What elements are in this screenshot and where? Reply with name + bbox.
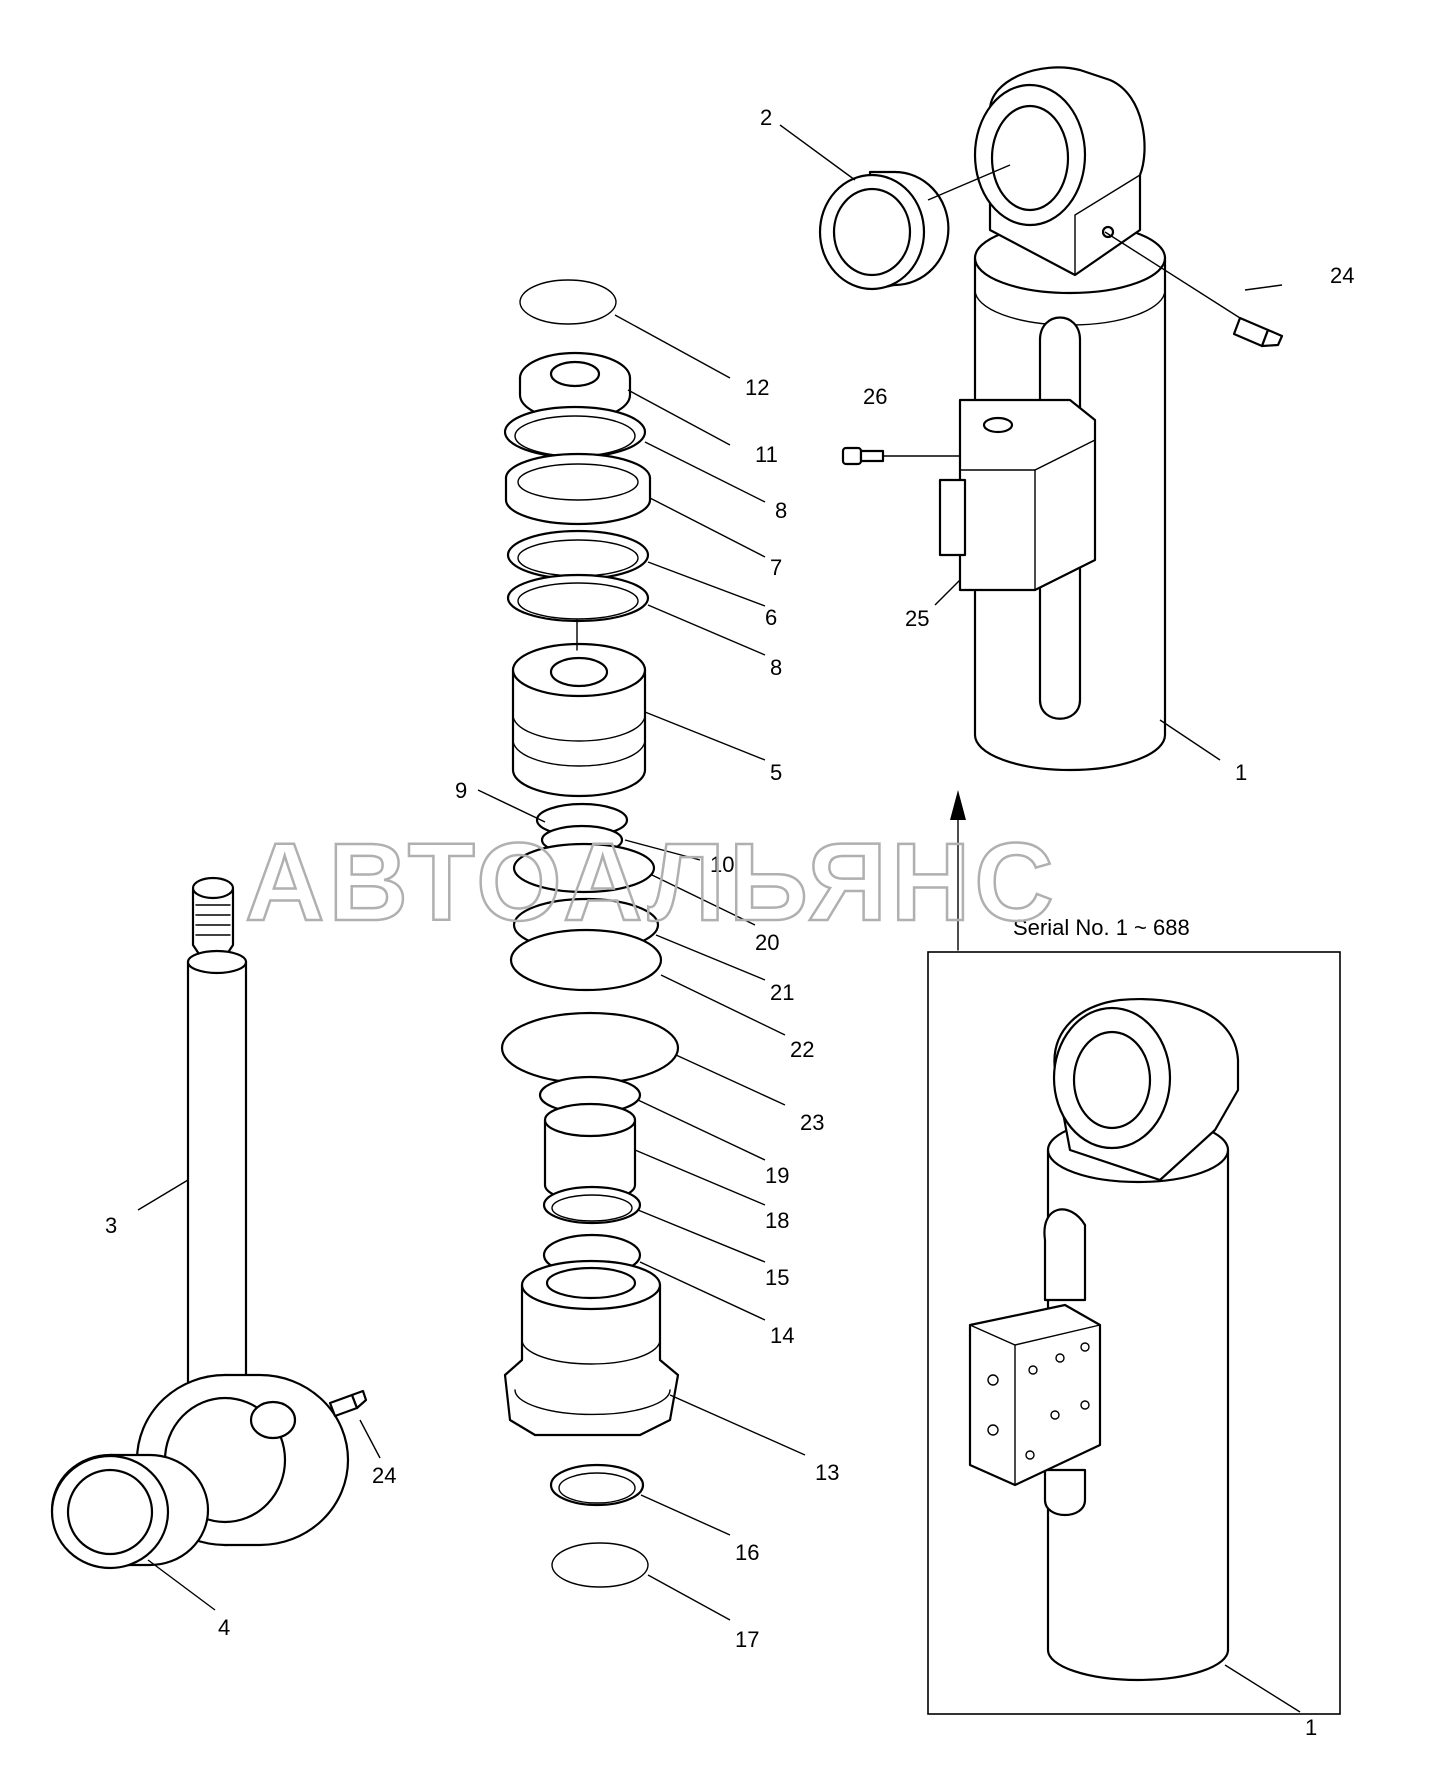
callout-13: 13 — [815, 1460, 839, 1485]
callout-11: 11 — [755, 442, 778, 467]
callout-21: 21 — [770, 980, 794, 1005]
callout-4: 4 — [218, 1615, 230, 1640]
callout-16: 16 — [735, 1540, 759, 1565]
callout-18: 18 — [765, 1208, 789, 1233]
callout-7: 7 — [770, 555, 782, 580]
bushing-part-2 — [818, 170, 950, 291]
callout-19: 19 — [765, 1163, 789, 1188]
callout-8-lower: 8 — [770, 655, 782, 680]
cylinder-tube-part-1 — [938, 66, 1167, 772]
callout-20: 20 — [755, 930, 779, 955]
callout-2: 2 — [760, 105, 772, 130]
inset-arrow — [950, 790, 966, 951]
callout-10: 10 — [710, 852, 734, 877]
inset-serial-caption: Serial No. 1 ~ 688 — [1013, 915, 1190, 940]
callout-6: 6 — [765, 605, 777, 630]
callout-15: 15 — [765, 1265, 789, 1290]
callout-1: 1 — [1235, 760, 1247, 785]
watermark: АВТОАЛЬЯНС — [245, 821, 1058, 944]
callout-22: 22 — [790, 1037, 814, 1062]
callout-5: 5 — [770, 760, 782, 785]
callout-14: 14 — [770, 1323, 794, 1348]
bolt-part-26 — [841, 446, 885, 466]
callout-26: 26 — [863, 384, 887, 409]
callout-24-bottom: 24 — [372, 1463, 396, 1488]
grease-nipple-part-24-top — [1232, 316, 1284, 348]
grease-nipple-part-24-bottom — [328, 1389, 368, 1418]
callout-3: 3 — [105, 1213, 117, 1238]
callout-12: 12 — [745, 375, 769, 400]
callout-8-upper: 8 — [775, 498, 787, 523]
inset-cylinder-part-1 — [968, 998, 1240, 1682]
bushing-part-4 — [50, 1453, 210, 1570]
piston-rod-part-3 — [135, 876, 350, 1547]
callout-23: 23 — [800, 1110, 824, 1135]
seal-kit-stack — [500, 279, 680, 1588]
callout-labels: 2 24 26 25 1 12 11 8 7 6 8 5 9 10 20 21 … — [105, 105, 1354, 1740]
callout-25: 25 — [905, 606, 929, 631]
inset-frame — [927, 951, 1341, 1715]
callout-17: 17 — [735, 1627, 759, 1652]
callout-9: 9 — [455, 778, 467, 803]
callout-24-top: 24 — [1330, 263, 1354, 288]
leader-lines — [137, 124, 1301, 1713]
callout-1-inset: 1 — [1305, 1715, 1317, 1740]
